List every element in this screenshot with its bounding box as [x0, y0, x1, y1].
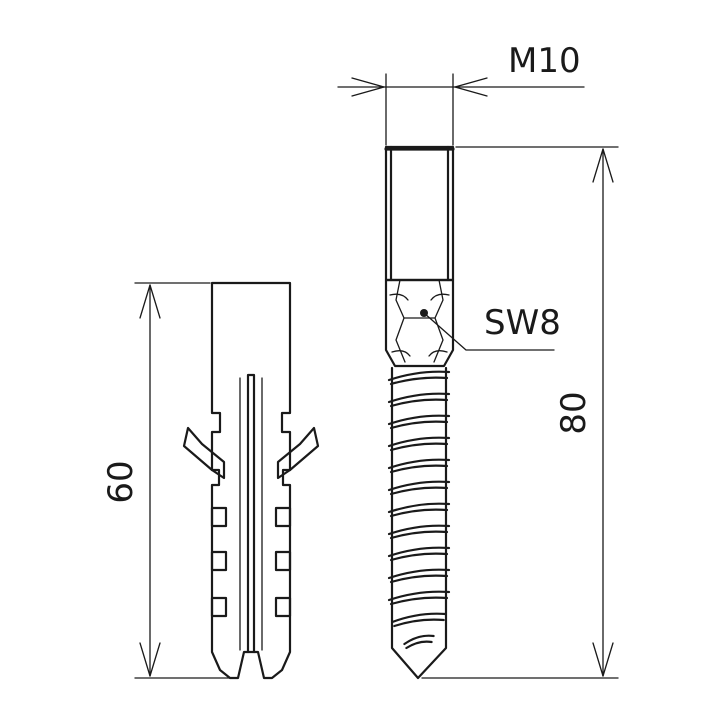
dowel-length-label: 60	[101, 460, 141, 503]
hex-drive-section	[384, 278, 455, 368]
thread-turn	[387, 524, 451, 540]
dowel-outline	[210, 281, 292, 680]
arrow-left	[351, 77, 385, 97]
screw-shank-outline	[390, 366, 448, 680]
dowel-barb-left	[182, 426, 226, 480]
thread-turn	[403, 634, 435, 650]
machine-thread-shaft	[384, 145, 455, 282]
thread-turn	[387, 480, 451, 496]
thread-turn	[387, 590, 451, 606]
arrow-top	[139, 284, 161, 319]
thread-turn	[387, 568, 451, 584]
thread-size-label: M10	[508, 41, 581, 81]
hex-facets	[395, 279, 444, 363]
thread-turn	[387, 370, 451, 386]
thread-turn	[391, 612, 447, 628]
thread-turn	[387, 458, 451, 474]
screw-threads	[387, 370, 451, 650]
dowel-length-dimension: 60	[101, 282, 233, 679]
dowel-ribs-left	[210, 506, 228, 618]
arrow-bottom	[139, 642, 161, 677]
wrench-size-label: SW8	[484, 303, 561, 343]
wall-plug-dowel	[182, 281, 320, 680]
thread-turn	[387, 436, 451, 452]
dowel-barb-right	[276, 426, 320, 480]
screw-length-dimension: 80	[421, 146, 619, 679]
thread-turn	[387, 546, 451, 562]
arrow-top	[592, 148, 614, 183]
thread-diameter-dimension: M10	[337, 41, 585, 146]
hex-facet-curves	[389, 293, 450, 357]
wrench-size-callout: SW8	[420, 303, 561, 351]
thread-turn	[387, 414, 451, 430]
screw-length-label: 80	[554, 391, 594, 434]
thread-turn	[387, 502, 451, 518]
dowel-ribs-right	[274, 506, 292, 618]
arrow-right	[454, 77, 488, 97]
thread-turn	[387, 392, 451, 408]
dowel-center-slit	[246, 373, 256, 654]
hanger-bolt-screw	[384, 145, 455, 680]
leader-line	[423, 312, 555, 351]
arrow-bottom	[592, 642, 614, 677]
